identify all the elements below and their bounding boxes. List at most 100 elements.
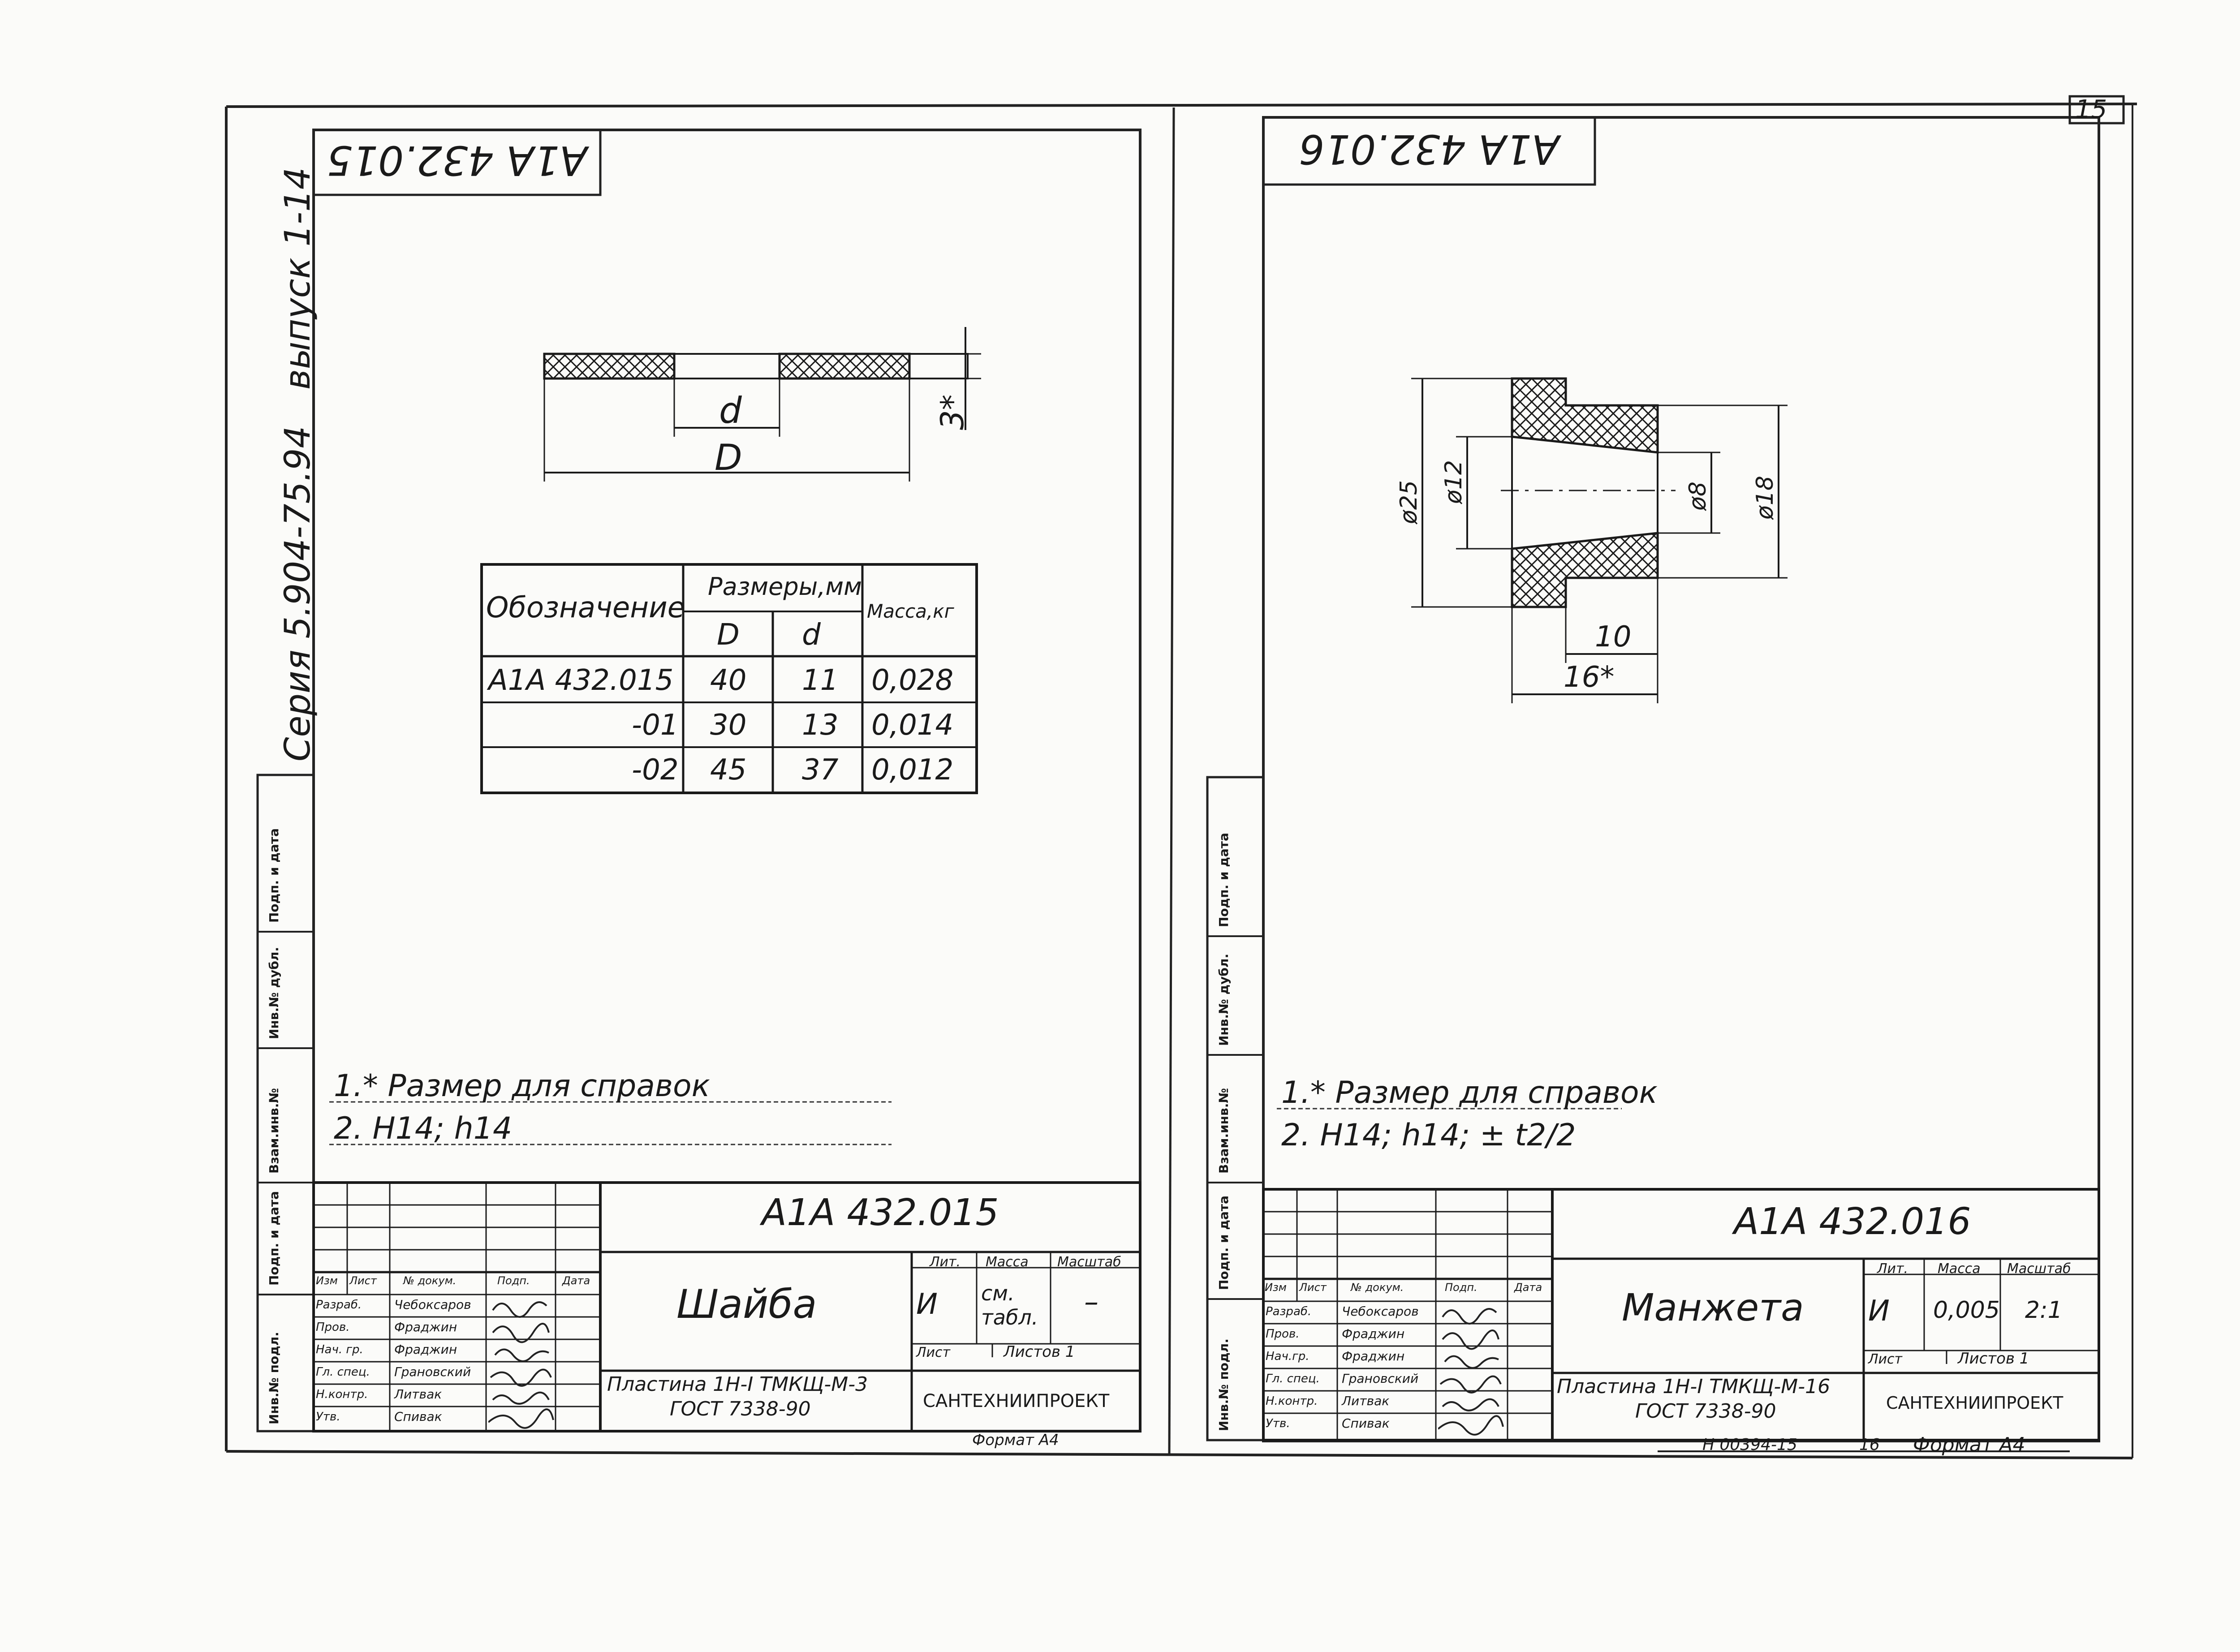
dim-d12: ø12 [1440, 460, 1467, 504]
footer-code: Н 00394-15 [1702, 1436, 1797, 1454]
title-block-scale: 2:1 [2025, 1297, 2063, 1324]
right-mirrored-code: А1А 432.016 [1299, 125, 1559, 172]
footer-page-number: 16 [1859, 1436, 1880, 1454]
title-block-org: САНТЕХНИИПРОЕКТ [923, 1391, 1110, 1411]
margin-label-sign-date-top-left: Подп. и дата [267, 828, 281, 923]
note-1: 1.* Размер для справок [1281, 1075, 1658, 1110]
table-cell-D: 30 [710, 709, 747, 742]
title-block-material-2: ГОСТ 7338-90 [670, 1398, 811, 1420]
role-label: Разраб. [316, 1298, 362, 1312]
col-header-sign: Подп. [1445, 1281, 1478, 1294]
left-mirrored-code: А1А 432.015 [327, 137, 587, 184]
role-person: Грановский [394, 1364, 471, 1379]
table-header-designation: Обозначение [486, 591, 685, 624]
role-person: Фраджин [1342, 1326, 1405, 1341]
table-header-D: D [717, 617, 740, 652]
col-header-doc: № докум. [403, 1274, 457, 1287]
role-label: Гл. спец. [1266, 1372, 1320, 1385]
note-2: 2. Н14; h14; ± t2/2 [1281, 1118, 1576, 1153]
title-block-sheet-label: Лист [1868, 1351, 1903, 1367]
dim-thickness: 3* [934, 394, 971, 430]
role-label: Утв. [1266, 1417, 1290, 1430]
title-block-org: САНТЕХНИИПРОЕКТ [1886, 1393, 2063, 1413]
col-header-sheet: Лист [1299, 1281, 1327, 1294]
signatures-left [488, 1301, 554, 1429]
title-block-name: Манжета [1622, 1286, 1804, 1329]
role-label: Пров. [1266, 1327, 1300, 1341]
col-header-sign: Подп. [497, 1274, 530, 1287]
role-label: Гл. спец. [316, 1365, 370, 1379]
role-label: Разраб. [1266, 1305, 1312, 1318]
title-block-code: А1А 432.016 [1734, 1200, 1971, 1243]
margin-label-orig-left: Инв.№ подл. [267, 1332, 281, 1424]
role-person: Спивак [1342, 1416, 1390, 1431]
col-header-change: Изм [316, 1274, 338, 1287]
table-cell-mass: 0,014 [871, 709, 954, 742]
dim-d25: ø25 [1396, 480, 1422, 524]
note-1: 1.* Размер для справок [334, 1068, 710, 1104]
title-block-name: Шайба [676, 1281, 817, 1327]
title-block-sheets-label: Листов 1 [1004, 1343, 1075, 1361]
series-code: Серия 5.904-75.94 [278, 426, 318, 761]
col-header-change: Изм [1265, 1281, 1287, 1294]
col-header-date: Дата [562, 1274, 590, 1287]
dim-d18: ø18 [1752, 476, 1779, 520]
signatures-right [1438, 1308, 1504, 1436]
role-label: Утв. [316, 1410, 340, 1424]
role-person: Литвак [394, 1387, 442, 1402]
title-block-lit-header: Лит. [1877, 1261, 1908, 1277]
title-block-mass-header: Масса [1938, 1261, 1981, 1277]
margin-label-sign-date-top-right: Подп. и дата [1216, 832, 1231, 927]
role-person: Фраджин [1342, 1349, 1405, 1364]
title-block-material-1: Пластина 1Н-I ТМКЩ-М-16 [1557, 1375, 1831, 1398]
table-cell-mass: 0,028 [871, 664, 954, 697]
table-cell-D: 45 [710, 753, 747, 787]
title-block-lit: И [1868, 1295, 1890, 1328]
dim-length-16: 16* [1564, 661, 1615, 694]
title-block-sheets-label: Листов 1 [1958, 1350, 2029, 1368]
margin-label-orig-right: Инв.№ подл. [1216, 1338, 1231, 1431]
table-cell-d: 11 [802, 664, 839, 697]
margin-label-dup-right: Инв.№ дубл. [1216, 953, 1231, 1046]
page-number: 15 [2075, 95, 2107, 124]
dim-d8: ø8 [1684, 482, 1711, 511]
margin-label-sign-date-left: Подп. и дата [267, 1191, 281, 1286]
table-header-mass: Масса,кг [867, 600, 954, 622]
title-block-scale-header: Масштаб [1057, 1254, 1121, 1270]
role-label: Нач.гр. [1266, 1350, 1310, 1363]
table-cell-designation: -02 [632, 753, 679, 787]
role-label: Н.контр. [316, 1388, 368, 1401]
margin-label-sign-date-right: Подп. и дата [1216, 1195, 1231, 1290]
role-person: Спивак [394, 1409, 442, 1424]
margin-label-replace-right: Взам.инв.№ [1216, 1088, 1231, 1174]
role-person: Фраджин [394, 1342, 457, 1357]
title-block-code: А1А 432.015 [762, 1192, 999, 1234]
role-person: Чебоксаров [394, 1297, 471, 1312]
note-2: 2. Н14; h14 [334, 1111, 513, 1146]
role-label: Н.контр. [1266, 1394, 1318, 1408]
role-person: Чебоксаров [1342, 1304, 1419, 1319]
margin-label-replace-left: Взам.инв.№ [267, 1088, 281, 1174]
table-cell-d: 37 [802, 753, 839, 787]
title-block-material-2: ГОСТ 7338-90 [1635, 1400, 1776, 1423]
role-person: Грановский [1342, 1371, 1419, 1386]
title-block-mass: см. табл. [981, 1281, 1038, 1329]
title-block-sheet-label: Лист [916, 1345, 951, 1360]
title-block-scale-header: Масштаб [2007, 1261, 2071, 1277]
title-block-material-1: Пластина 1Н-I ТМКЩ-М-3 [607, 1373, 868, 1396]
table-cell-d: 13 [802, 709, 839, 742]
col-header-doc: № докум. [1351, 1281, 1404, 1294]
table-cell-designation: -01 [632, 709, 679, 742]
dim-large-D: D [715, 437, 742, 478]
table-header-sizes: Размеры,мм [708, 572, 862, 601]
title-block-mass-header: Масса [986, 1254, 1029, 1270]
title-block-scale: – [1084, 1286, 1098, 1319]
right-format-label: Формат А4 [1913, 1433, 2025, 1456]
left-format-label: Формат А4 [972, 1431, 1059, 1449]
title-block-mass: 0,005 [1933, 1297, 2000, 1324]
col-header-date: Дата [1514, 1281, 1542, 1294]
col-header-sheet: Лист [349, 1274, 377, 1287]
role-person: Фраджин [394, 1320, 457, 1334]
title-block-lit: И [916, 1288, 938, 1321]
